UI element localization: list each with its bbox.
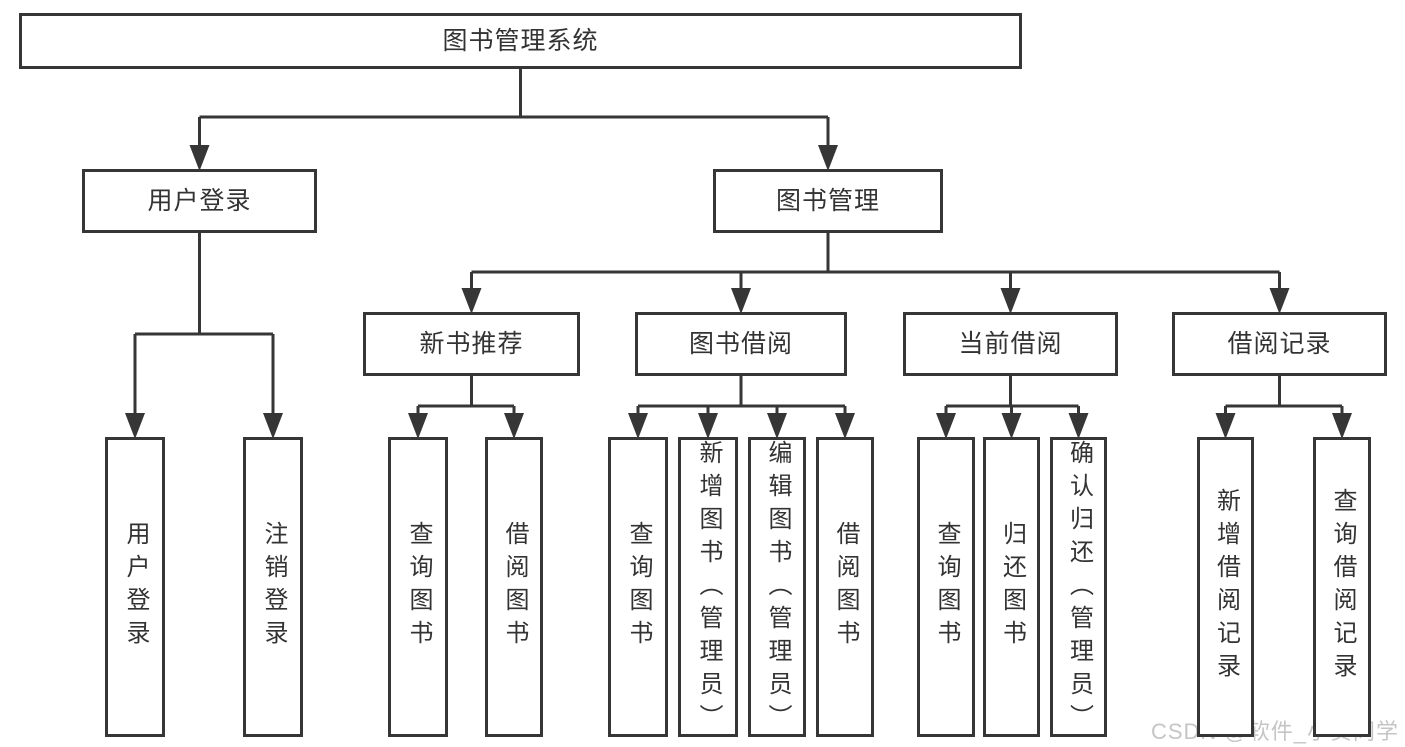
node-label-borrow-records: 借阅记录 xyxy=(1227,329,1332,358)
diagram-node-user-login: 用户登录 xyxy=(82,169,317,233)
arrowhead-icon xyxy=(504,413,524,439)
diagram-node-br-add-record: 新增借阅记录 xyxy=(1197,437,1254,737)
arrowhead-icon xyxy=(767,413,787,439)
diagram-node-cb-query-book: 查询图书 xyxy=(917,437,975,737)
node-label-bb-query-book: 查询图书 xyxy=(625,521,652,653)
node-label-login: 用户登录 xyxy=(122,521,149,653)
node-label-user-login: 用户登录 xyxy=(147,186,252,215)
node-label-bb-add-book: 新增图书（管理员） xyxy=(695,440,722,737)
diagram-node-login: 用户登录 xyxy=(105,437,165,737)
arrowhead-icon xyxy=(1068,413,1089,439)
arrowhead-icon xyxy=(731,288,751,314)
arrowhead-icon xyxy=(1000,288,1021,314)
node-label-logout: 注销登录 xyxy=(260,521,287,653)
diagram-node-root: 图书管理系统 xyxy=(19,13,1022,69)
node-label-cb-query-book: 查询图书 xyxy=(933,521,960,653)
diagram-node-br-query-record: 查询借阅记录 xyxy=(1313,437,1371,737)
diagram-node-bb-add-book: 新增图书（管理员） xyxy=(678,437,738,737)
arrowhead-icon xyxy=(698,413,718,439)
edge-line xyxy=(470,233,1281,292)
diagram-node-book-borrow: 图书借阅 xyxy=(635,312,847,376)
diagram-node-current-borrow: 当前借阅 xyxy=(903,312,1118,376)
edge-line xyxy=(416,376,516,417)
edge-line xyxy=(133,233,275,417)
node-label-book-borrow: 图书借阅 xyxy=(688,329,793,358)
node-label-book-mgmt: 图书管理 xyxy=(775,186,880,215)
arrowhead-icon xyxy=(936,413,956,439)
arrowhead-icon xyxy=(263,413,283,439)
node-label-cb-confirm-return: 确认归还（管理员） xyxy=(1065,440,1093,737)
node-label-br-query-record: 查询借阅记录 xyxy=(1329,488,1356,686)
arrowhead-icon xyxy=(125,413,145,439)
edge-line xyxy=(198,69,830,149)
diagram-node-nb-query-book: 查询图书 xyxy=(388,437,448,737)
node-label-bb-borrow-book: 借阅图书 xyxy=(832,521,859,653)
diagram-node-cb-confirm-return: 确认归还（管理员） xyxy=(1050,437,1107,737)
arrowhead-icon xyxy=(818,145,838,171)
edge-line xyxy=(636,376,847,417)
arrowhead-icon xyxy=(1001,413,1022,439)
arrowhead-icon xyxy=(461,288,482,314)
diagram-node-bb-query-book: 查询图书 xyxy=(608,437,668,737)
node-label-cb-return-book: 归还图书 xyxy=(998,521,1026,653)
arrowhead-icon xyxy=(1269,288,1290,314)
diagram-node-new-book-rec: 新书推荐 xyxy=(363,312,580,376)
diagram-node-bb-borrow-book: 借阅图书 xyxy=(816,437,874,737)
diagram-node-cb-return-book: 归还图书 xyxy=(983,437,1040,737)
diagram-node-book-mgmt: 图书管理 xyxy=(713,169,943,233)
node-label-root: 图书管理系统 xyxy=(442,26,599,55)
node-label-new-book-rec: 新书推荐 xyxy=(419,329,524,358)
arrowhead-icon xyxy=(835,413,855,439)
diagram-node-bb-edit-book: 编辑图书（管理员） xyxy=(748,437,806,737)
arrowhead-icon xyxy=(1215,413,1236,439)
arrowhead-icon xyxy=(1332,413,1352,439)
diagram-node-borrow-records: 借阅记录 xyxy=(1172,312,1387,376)
node-label-current-borrow: 当前借阅 xyxy=(958,329,1063,358)
arrowhead-icon xyxy=(189,145,210,171)
arrowhead-icon xyxy=(408,413,428,439)
edge-line xyxy=(1224,376,1344,417)
diagram-node-logout: 注销登录 xyxy=(243,437,303,737)
diagram-node-nb-borrow-book: 借阅图书 xyxy=(485,437,543,737)
node-label-bb-edit-book: 编辑图书（管理员） xyxy=(764,440,791,737)
edge-line xyxy=(944,376,1080,417)
arrowhead-icon xyxy=(628,413,648,439)
node-label-nb-borrow-book: 借阅图书 xyxy=(501,521,528,653)
node-label-br-add-record: 新增借阅记录 xyxy=(1212,488,1240,686)
node-label-nb-query-book: 查询图书 xyxy=(405,521,432,653)
